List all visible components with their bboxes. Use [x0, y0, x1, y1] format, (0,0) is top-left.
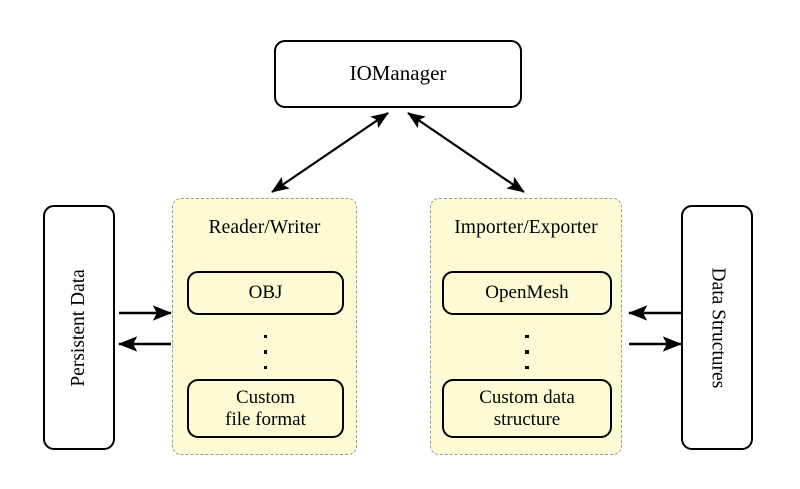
- node-openmesh[interactable]: OpenMesh: [442, 271, 612, 315]
- node-persistent-data[interactable]: Persistent Data: [43, 205, 115, 450]
- node-persistent-data-label: Persistent Data: [68, 268, 90, 387]
- node-obj[interactable]: OBJ: [187, 271, 344, 315]
- node-custom-data-structure-label: Custom data structure: [479, 387, 575, 430]
- group-reader-writer: Reader/Writer OBJ Custom file format: [172, 198, 357, 455]
- group-importer-exporter-title: Importer/Exporter: [454, 217, 598, 238]
- ellipsis-reader-writer: [173, 335, 358, 369]
- node-iomanager-label: IOManager: [349, 61, 447, 86]
- node-custom-data-structure[interactable]: Custom data structure: [442, 379, 612, 438]
- node-data-structures[interactable]: Data Structures: [681, 205, 753, 450]
- group-reader-writer-title: Reader/Writer: [208, 217, 321, 238]
- node-data-structures-label: Data Structures: [706, 267, 728, 388]
- node-openmesh-label: OpenMesh: [485, 282, 569, 304]
- group-importer-exporter: Importer/Exporter OpenMesh Custom data s…: [430, 198, 622, 455]
- node-custom-file-format[interactable]: Custom file format: [187, 379, 344, 438]
- ellipsis-importer-exporter: [431, 335, 623, 369]
- connector-iomanager-importerexporter: [407, 112, 525, 193]
- connector-iomanager-readerwriter: [271, 112, 389, 193]
- node-custom-file-format-label: Custom file format: [225, 387, 306, 430]
- node-iomanager[interactable]: IOManager: [274, 40, 522, 108]
- node-obj-label: OBJ: [248, 282, 283, 304]
